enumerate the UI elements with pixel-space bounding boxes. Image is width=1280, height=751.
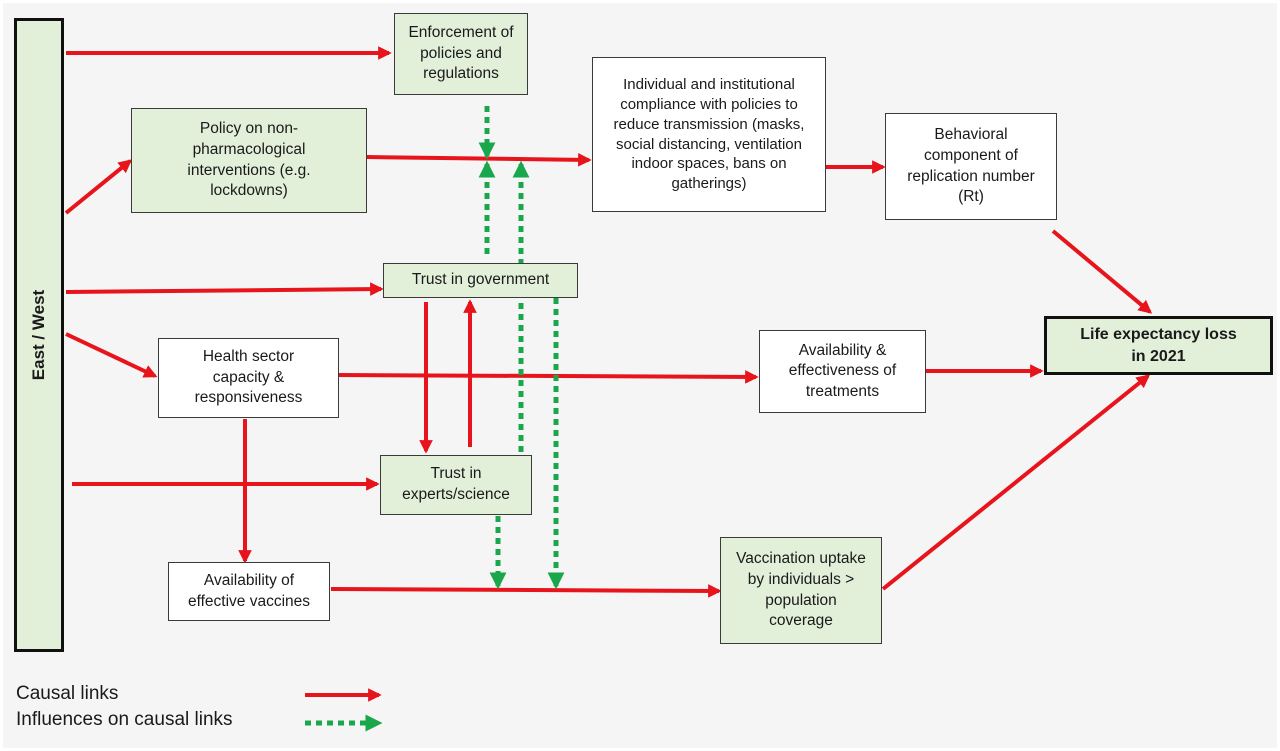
vaccination-uptake-node: Vaccination uptake by individuals > popu…	[720, 537, 882, 644]
arrow-eastwest-to-npi-policy	[64, 159, 133, 215]
life-expectancy-node: Life expectancy loss in 2021	[1044, 316, 1273, 375]
enforcement-node: Enforcement of policies and regulations	[394, 13, 528, 95]
treatments-node: Availability & effectiveness of treatmen…	[759, 330, 926, 413]
arrow-eastwest-to-trust-government	[65, 282, 384, 296]
arrow-eastwest-to-health-sector	[65, 332, 158, 378]
health-sector-node: Health sector capacity & responsiveness	[158, 338, 339, 418]
legend-causal-label: Causal links	[16, 683, 119, 704]
trust-government-node: Trust in government	[383, 263, 578, 298]
arrow-health-sector-to-treatments	[338, 370, 759, 384]
arrow-vaccines-to-vaccination-uptake	[330, 584, 722, 598]
npi-policy-node: Policy on non- pharmacological intervent…	[131, 108, 367, 213]
east-west-label: East / West	[29, 289, 48, 381]
arrow-npi-policy-to-compliance	[366, 153, 592, 167]
trust-experts-node: Trust in experts/science	[380, 455, 532, 515]
legend-influence-label: Influences on causal links	[16, 709, 233, 730]
behavioral-rt-node: Behavioral component of replication numb…	[885, 113, 1057, 220]
vaccines-node: Availability of effective vaccines	[168, 562, 330, 621]
compliance-node: Individual and institutional compliance …	[592, 57, 826, 212]
east-west-node: East / West	[14, 18, 64, 652]
arrow-rt-to-life-expectancy	[1051, 229, 1153, 314]
arrow-vaccination-uptake-to-life-expectancy	[881, 374, 1151, 591]
